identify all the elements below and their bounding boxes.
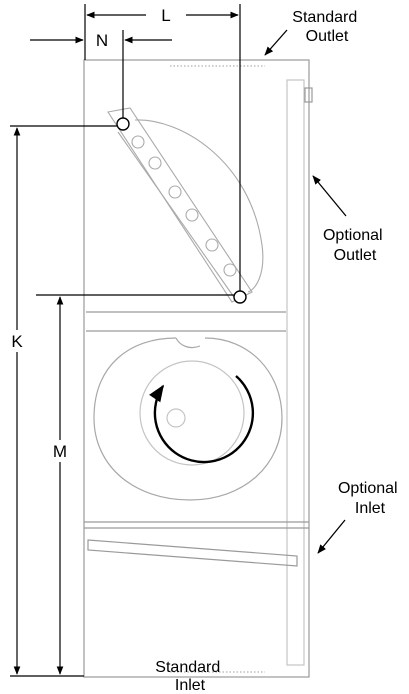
filter-rail: [87, 539, 298, 567]
standard-outlet-line2: Outlet: [306, 28, 349, 45]
optional-outlet-line2: Outlet: [334, 247, 377, 264]
pivot-bottom: [233, 290, 247, 304]
bracket-shroud: [134, 119, 264, 293]
heater-element-3: [168, 185, 182, 199]
optional-inlet-line2: Inlet: [355, 500, 386, 517]
optional-inlet-label: Optional Inlet: [338, 480, 402, 517]
optional-outlet-line1: Optional: [323, 227, 383, 244]
optional-outlet-arrow: [312, 175, 347, 217]
cabinet: [83, 59, 313, 678]
outlet-tab: [304, 87, 313, 103]
optional-inlet-arrow: [317, 519, 346, 554]
optional-outlet-label: Optional Outlet: [323, 227, 387, 264]
heater-element-6: [223, 263, 237, 277]
blower-housing: [93, 337, 283, 501]
rotation-arrow: [149, 375, 255, 464]
bracket-plate: [107, 107, 253, 303]
callout-labels: Standard Outlet Optional Outlet Optional…: [155, 9, 402, 694]
heater-element-1: [131, 135, 145, 149]
blower-hub: [166, 408, 186, 428]
dim-label-L: L: [161, 6, 170, 25]
blower-wheel: [139, 360, 245, 466]
standard-inlet-line1: Standard: [155, 659, 220, 676]
side-channel: [286, 79, 305, 666]
blower-cutoff: [175, 337, 201, 349]
callout-arrows: [264, 29, 347, 554]
pivot-top: [116, 117, 130, 131]
dim-label-K: K: [11, 332, 23, 351]
standard-inlet-line2: Inlet: [175, 677, 206, 694]
standard-outlet-arrow: [264, 29, 288, 56]
heater-element-4: [185, 208, 199, 222]
standard-outlet-line1: Standard: [292, 9, 357, 26]
standard-inlet-label: Standard Inlet: [155, 659, 224, 694]
dimension-labels: L N K M: [8, 6, 170, 464]
standard-outlet-label: Standard Outlet: [292, 9, 361, 45]
dimension-lines: [10, 4, 241, 677]
dim-label-N: N: [96, 31, 108, 50]
blower-scroll: [93, 337, 283, 501]
heater-element-5: [205, 238, 219, 252]
optional-inlet-line1: Optional: [338, 480, 398, 497]
dim-label-M: M: [53, 442, 67, 461]
cabinet-outline: [83, 59, 310, 678]
heater-element-2: [148, 156, 162, 170]
bracket-edge: [117, 131, 237, 301]
